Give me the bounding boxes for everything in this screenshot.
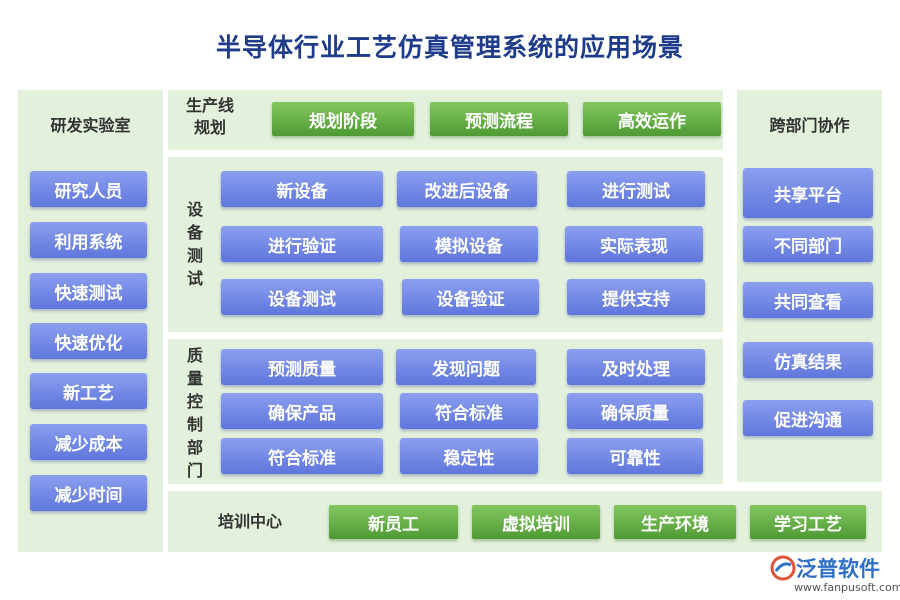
quality-item-1: 预测质量	[221, 349, 383, 385]
equipment-item-2: 改进后设备	[397, 171, 537, 207]
equipment-panel-title: 设备测试	[186, 200, 203, 288]
equipment-item-1: 新设备	[221, 171, 383, 207]
left-item-4: 快速优化	[30, 323, 147, 359]
production-item-3: 高效运作	[583, 102, 721, 136]
logo-name: 泛普软件	[796, 557, 880, 581]
left-panel-title: 研发实验室	[50, 116, 131, 135]
left-item-2: 利用系统	[30, 222, 147, 258]
quality-item-3: 及时处理	[567, 349, 705, 385]
right-item-3: 共同查看	[743, 282, 873, 318]
quality-panel-title: 质量控制部门	[186, 346, 203, 480]
equipment-item-4: 进行验证	[221, 226, 383, 262]
left-item-5: 新工艺	[30, 373, 147, 409]
page-title: 半导体行业工艺仿真管理系统的应用场景	[215, 33, 684, 62]
right-item-5: 促进沟通	[743, 400, 873, 436]
equipment-item-6: 实际表现	[565, 226, 703, 262]
quality-item-7: 符合标准	[221, 438, 383, 474]
left-item-1: 研究人员	[30, 171, 147, 207]
logo-url: www.fanpusoft.com	[794, 581, 900, 594]
training-panel-title: 培训中心	[217, 512, 282, 531]
quality-item-4: 确保产品	[221, 393, 383, 429]
equipment-item-3: 进行测试	[567, 171, 705, 207]
right-item-1: 共享平台	[743, 168, 873, 218]
training-item-4: 学习工艺	[750, 505, 866, 539]
quality-item-8: 稳定性	[400, 438, 538, 474]
left-item-7: 减少时间	[30, 475, 147, 511]
training-item-1: 新员工	[329, 505, 458, 539]
right-item-4: 仿真结果	[743, 342, 873, 378]
production-item-1: 规划阶段	[272, 102, 414, 136]
equipment-item-5: 模拟设备	[400, 226, 538, 262]
left-item-6: 减少成本	[30, 424, 147, 460]
left-item-3: 快速测试	[30, 273, 147, 309]
production-panel-title: 生产线规划	[185, 96, 234, 137]
right-item-2: 不同部门	[743, 226, 873, 262]
equipment-item-8: 设备验证	[402, 279, 539, 315]
quality-item-6: 确保质量	[567, 393, 703, 429]
training-item-3: 生产环境	[614, 505, 736, 539]
equipment-item-7: 设备测试	[221, 279, 383, 315]
equipment-item-9: 提供支持	[567, 279, 705, 315]
training-item-2: 虚拟培训	[472, 505, 600, 539]
logo-icon	[770, 555, 796, 581]
quality-item-9: 可靠性	[567, 438, 703, 474]
brand-logo: 泛普软件 www.fanpusoft.com	[770, 553, 900, 597]
quality-item-5: 符合标准	[400, 393, 538, 429]
quality-item-2: 发现问题	[396, 349, 536, 385]
right-panel-title: 跨部门协作	[769, 116, 850, 135]
production-item-2: 预测流程	[430, 102, 568, 136]
